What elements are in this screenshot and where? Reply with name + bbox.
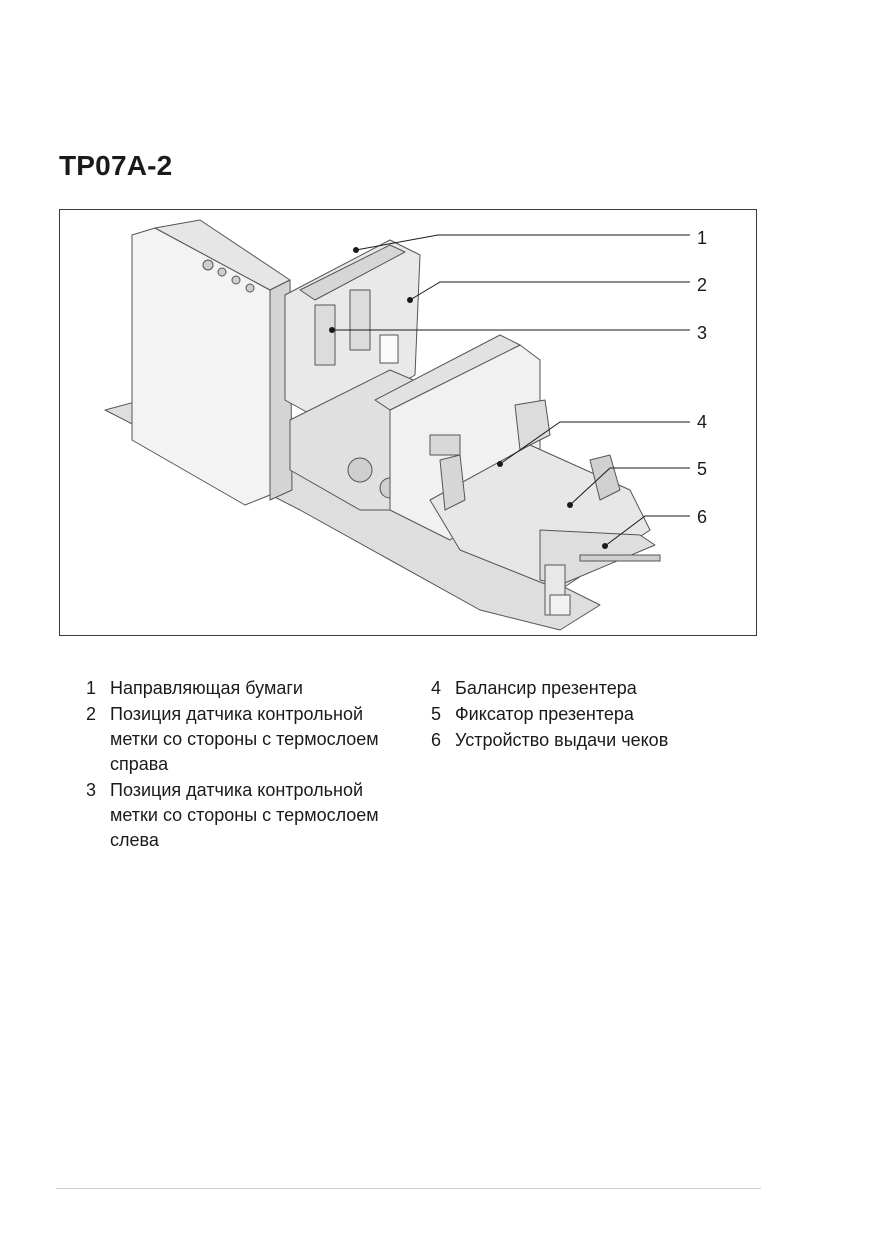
legend-item: 1 Направляющая бумаги: [86, 676, 406, 701]
legend-number: 4: [431, 678, 442, 698]
callout-3: 3: [697, 323, 707, 343]
legend-number: 6: [431, 730, 442, 750]
legend-left: 1 Направляющая бумаги 2 Позиция датчика …: [86, 676, 406, 854]
legend-right: 4 Балансир презентера 5 Фиксатор презент…: [431, 676, 731, 754]
presenter-lock: [589, 454, 621, 501]
legend-item: 6 Устройство выдачи чеков: [431, 728, 731, 753]
legend-item: 4 Балансир презентера: [431, 676, 731, 701]
presenter-balancer: [514, 399, 551, 451]
printer-drawing: 1 2 3 4 5 6: [104, 219, 707, 631]
legend-text: Направляющая бумаги: [110, 678, 303, 698]
callout-1: 1: [697, 228, 707, 248]
legend-number: 1: [86, 678, 97, 698]
legend-text: Балансир презентера: [455, 678, 637, 698]
callout-leaders: [332, 234, 690, 547]
page-title: TP07A-2: [59, 150, 173, 181]
legend-item: 3 Позиция датчика контрольной метки со с…: [86, 778, 406, 853]
printer-illustration: 1 2 3 4 5 6: [59, 209, 757, 636]
footer-divider: [56, 1188, 761, 1189]
legend-item: 2 Позиция датчика контрольной метки со с…: [86, 702, 406, 777]
callout-2: 2: [697, 275, 707, 295]
legend-text: Фиксатор презентера: [455, 704, 634, 724]
legend-number: 2: [86, 704, 97, 724]
legend-text: Позиция датчика контрольной метки со сто…: [110, 704, 379, 774]
callout-6: 6: [697, 507, 707, 527]
callout-dots: [329, 247, 608, 549]
callout-4: 4: [697, 412, 707, 432]
legend-number: 5: [431, 704, 442, 724]
legend-item: 5 Фиксатор презентера: [431, 702, 731, 727]
legend-text: Позиция датчика контрольной метки со сто…: [110, 780, 379, 850]
callout-5: 5: [697, 459, 707, 479]
legend-text: Устройство выдачи чеков: [455, 730, 669, 750]
legend-number: 3: [86, 780, 97, 800]
